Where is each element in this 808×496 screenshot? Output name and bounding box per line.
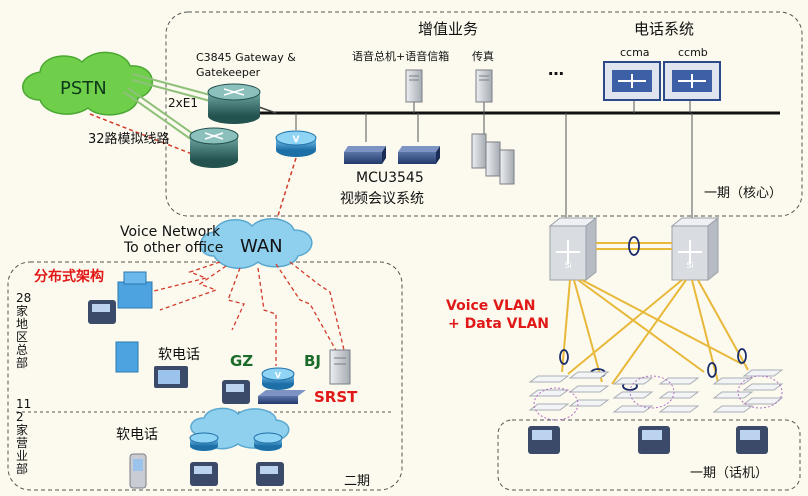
label-phase1-core: 一期（核心）: [704, 186, 783, 201]
label-e1: 2xE1: [168, 96, 198, 110]
svg-text:Si: Si: [564, 261, 571, 270]
analog-link: [89, 113, 193, 155]
branch-phone-1: [190, 462, 218, 486]
label-ellipsis: …: [548, 60, 564, 79]
e1-trunks-lower: [123, 87, 197, 141]
phase1-phones-boundary: [497, 419, 801, 491]
core-switch-left: Si: [548, 216, 598, 282]
server-cluster: [471, 133, 515, 185]
mcu-device-2: [398, 146, 440, 164]
svg-text:Si: Si: [686, 261, 693, 270]
svg-text:V: V: [275, 371, 282, 380]
label-mcu-name: MCU3545: [356, 170, 424, 186]
ccmb-server: [663, 61, 721, 101]
phase1-phone-3: [736, 426, 768, 454]
branch-router-1: [189, 432, 219, 451]
fax-server: [475, 69, 493, 103]
bj-server: [329, 349, 351, 385]
gz-switch: [258, 390, 306, 404]
label-voice-trunk: 语音总机+语音信箱: [352, 50, 450, 63]
label-mcu-desc: 视频会议系统: [340, 191, 424, 207]
svg-text:V: V: [293, 135, 300, 145]
label-wan: WAN: [240, 236, 283, 257]
label-ccmb: ccmb: [678, 46, 708, 59]
mcu-device-1: [344, 146, 386, 164]
label-srst: SRST: [314, 388, 358, 406]
label-hq-branches: 28家地区总部: [16, 291, 32, 370]
wan-link: [275, 157, 297, 223]
phase1-phone-1: [528, 426, 560, 454]
branch-wan-links: [149, 261, 345, 366]
e1-trunks: [131, 73, 215, 103]
mobile-phone: [129, 453, 147, 489]
gateway-router-2: [189, 127, 239, 168]
label-analog-lines: 32路模拟线路: [88, 132, 170, 147]
gz-phone: [222, 380, 250, 404]
label-distributed: 分布式架构: [34, 269, 104, 285]
branch-building-1: [117, 271, 153, 309]
label-voice-network: Voice Network: [120, 224, 221, 240]
softphone-pc-1: [154, 366, 188, 388]
phase2-boundary: [7, 261, 403, 491]
switch-interlink: [596, 242, 672, 250]
stack-rings: [533, 375, 783, 421]
label-bj: BJ: [304, 352, 322, 370]
label-data-vlan: + Data VLAN: [448, 316, 549, 332]
access-switch-stack: [528, 369, 784, 413]
label-gateway: C3845 Gateway & Gatekeeper: [196, 51, 296, 79]
ccma-server: [603, 61, 661, 101]
phase1-phone-2: [638, 426, 670, 454]
label-value-added: 增值业务: [418, 20, 479, 38]
branch-building-2: [115, 341, 139, 373]
wan-cloud: [199, 218, 313, 269]
label-softphone: 软电话: [158, 347, 200, 363]
branch-router-2: [253, 432, 283, 451]
ip-phone-1: [88, 300, 116, 324]
label-phase1-phones: 一期（话机）: [690, 466, 769, 481]
label-gz: GZ: [230, 352, 254, 370]
label-sales-branches: 112家营业部: [16, 397, 32, 476]
access-uplinks: [561, 279, 749, 385]
core-switch-right: Si: [670, 216, 720, 282]
label-softphone-2: 软电话: [116, 427, 158, 443]
gz-router: V: [261, 367, 295, 390]
label-pstn: PSTN: [60, 78, 107, 99]
label-phase2: 二期: [344, 474, 371, 489]
label-ccma: ccma: [620, 46, 650, 59]
voice-router-core: V: [275, 130, 317, 157]
label-voice-vlan: Voice VLAN: [446, 298, 536, 314]
voicemail-server: [405, 69, 423, 103]
branch-phone-2: [256, 462, 284, 486]
pstn-cloud: [22, 51, 154, 116]
gateway-router-1: [207, 83, 261, 124]
label-fax: 传真: [472, 50, 494, 63]
label-phone-system: 电话系统: [634, 20, 695, 38]
label-to-other-office: To other office: [124, 240, 224, 256]
